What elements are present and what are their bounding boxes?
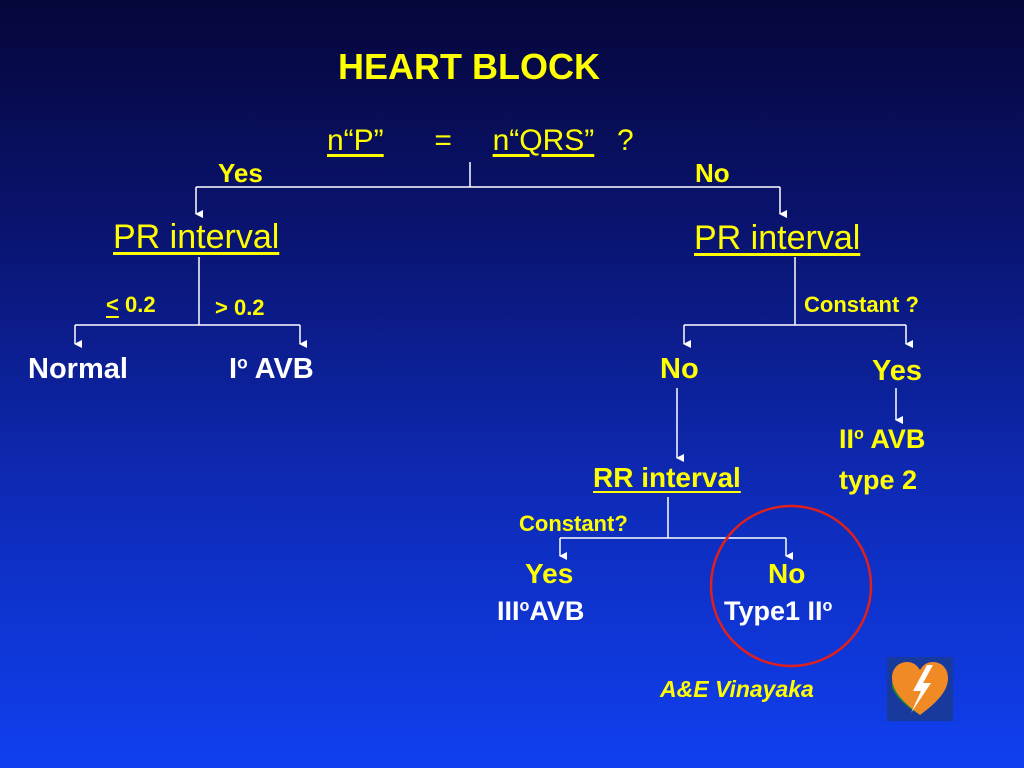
highlight-circle bbox=[709, 504, 873, 668]
left-pr-interval: PR interval bbox=[113, 218, 280, 256]
pr-constant-yes: Yes bbox=[872, 355, 922, 387]
question-qrs-count: n“QRS” bbox=[492, 124, 595, 157]
branch-no-label: No bbox=[695, 158, 730, 188]
pr-constant-no: No bbox=[660, 353, 699, 385]
branch-yes-label: Yes bbox=[218, 158, 263, 188]
credit-text: A&E Vinayaka bbox=[660, 676, 814, 702]
pr-constant-question: Constant ? bbox=[804, 292, 919, 317]
rr-constant-yes: Yes bbox=[525, 558, 574, 589]
root-question: n“P” = n“QRS” ? bbox=[327, 126, 634, 156]
avb2-prefix: II bbox=[839, 424, 855, 454]
avb2-suffix: AVB bbox=[863, 424, 926, 454]
avb1-suffix: AVB bbox=[247, 353, 314, 385]
type1-sup: o bbox=[822, 597, 833, 616]
avb3-prefix: III bbox=[497, 596, 520, 626]
right-pr-interval: PR interval bbox=[694, 219, 861, 257]
first-degree-avb: Io AVB bbox=[229, 352, 314, 385]
avb3-sup: o bbox=[519, 597, 530, 616]
avb2-type-label: type 2 bbox=[839, 465, 918, 495]
heart-logo-icon bbox=[887, 657, 953, 721]
normal-label: Normal bbox=[28, 353, 128, 385]
second-degree-avb: IIo AVB bbox=[839, 426, 925, 453]
rr-constant-question: Constant? bbox=[519, 511, 628, 536]
less-equal-value: 0.2 bbox=[118, 292, 156, 317]
question-p-count: n“P” bbox=[327, 124, 384, 157]
question-equals: = bbox=[434, 124, 452, 157]
question-mark: ? bbox=[616, 124, 634, 157]
page-title: HEART BLOCK bbox=[338, 46, 600, 87]
type1-prefix: Type1 II bbox=[724, 596, 823, 626]
avb3-suffix: AVB bbox=[529, 596, 585, 626]
cond-less-equal: < 0.2 bbox=[106, 294, 156, 316]
rr-constant-no: No bbox=[768, 558, 806, 589]
third-degree-avb: IIIoAVB bbox=[497, 598, 584, 625]
less-equal-symbol: < bbox=[106, 292, 119, 317]
avb1-prefix: I bbox=[229, 353, 238, 385]
rr-interval: RR interval bbox=[593, 462, 741, 493]
avb2-sup: o bbox=[854, 425, 864, 444]
type1-second-degree: Type1 IIo bbox=[724, 598, 832, 625]
avb1-sup: o bbox=[237, 352, 248, 373]
cond-greater: > 0.2 bbox=[215, 295, 265, 320]
